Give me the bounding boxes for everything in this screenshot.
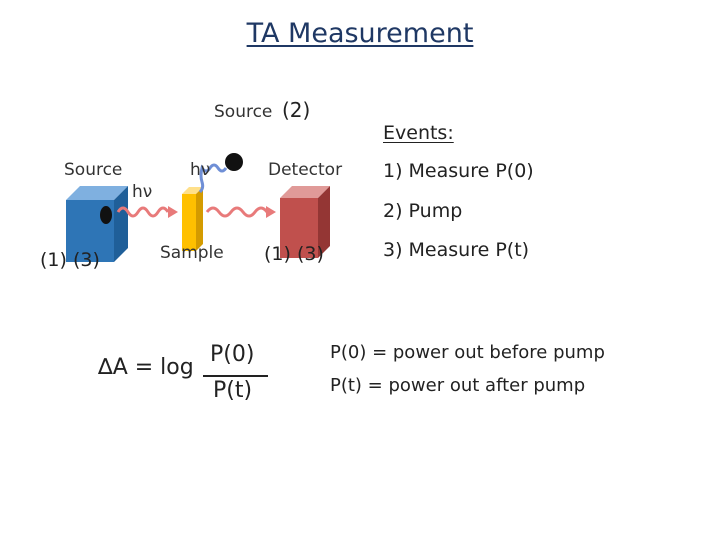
event-item-3: 3) Measure P(t) (383, 239, 530, 261)
source-left-label: Source (64, 160, 123, 180)
detector-label: Detector (268, 160, 343, 180)
probe-wave-in (116, 206, 170, 218)
page-title: TA Measurement (246, 18, 474, 49)
detector-step-numbers: (1) (3) (264, 243, 324, 265)
source-step-numbers: (1) (3) (40, 249, 100, 271)
sample-slab (182, 187, 203, 251)
hv-left-label: hν (132, 182, 153, 202)
probe-arrow-out (266, 206, 276, 218)
pump-wave (198, 163, 228, 194)
events-heading: Events: (383, 122, 454, 144)
pump-source-dot (225, 153, 243, 171)
equation-numerator: P(0) (210, 342, 255, 367)
event-item-1: 1) Measure P(0) (383, 160, 534, 182)
definition-pt: P(t) = power out after pump (330, 375, 586, 396)
probe-arrow-in (168, 206, 178, 218)
source-cube (66, 186, 128, 262)
event-item-2: 2) Pump (383, 200, 463, 222)
sample-label: Sample (160, 243, 224, 263)
equation-denominator: P(t) (213, 378, 253, 403)
equation-lhs: ∆A = log (98, 355, 194, 380)
probe-wave-out (205, 206, 269, 218)
source-top-label: Source (214, 102, 273, 122)
hv-top-label: hν (190, 160, 211, 180)
source-top-number: (2) (282, 98, 311, 122)
definition-p0: P(0) = power out before pump (330, 342, 605, 363)
detector-cube (280, 186, 330, 258)
